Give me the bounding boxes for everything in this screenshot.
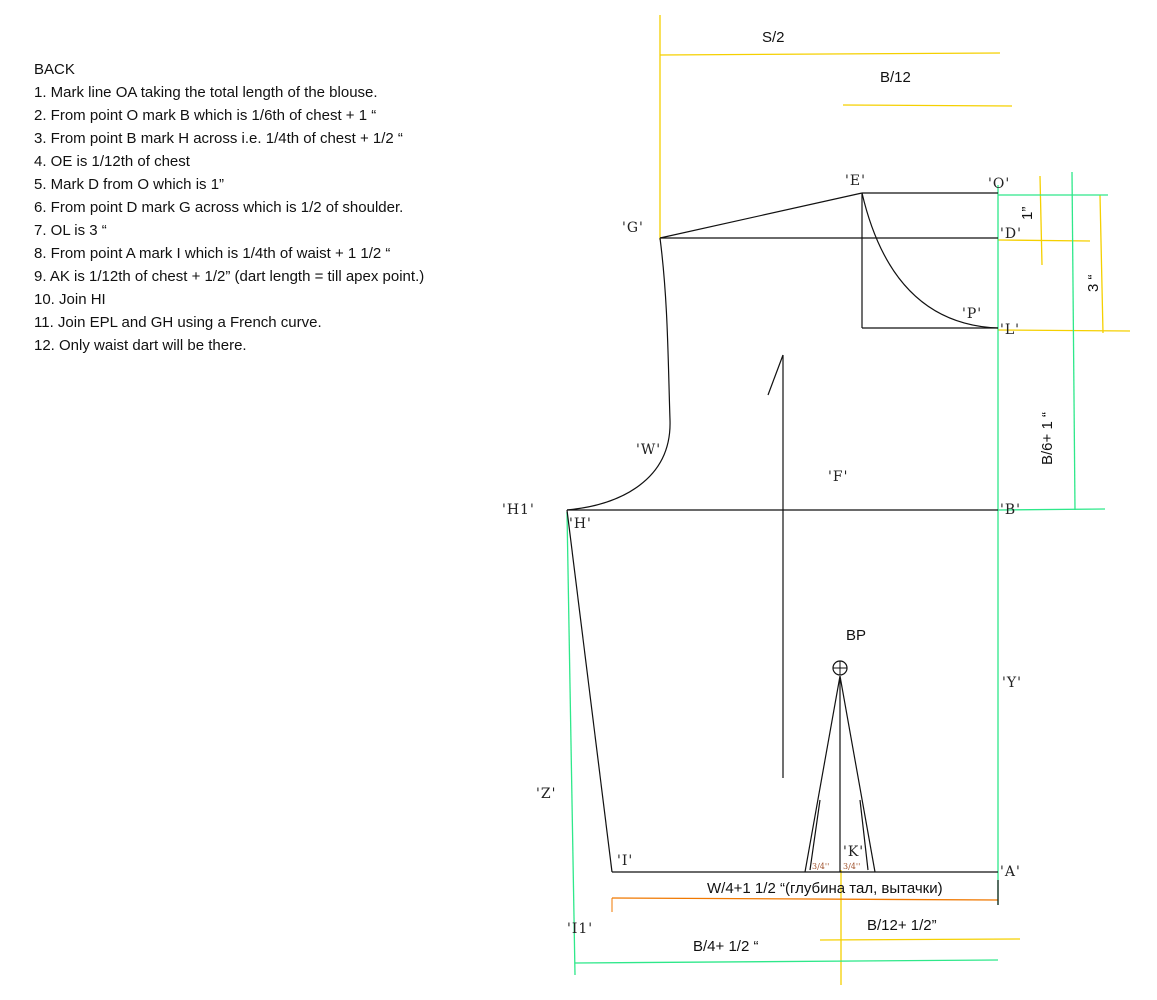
point-k: 'K' <box>843 844 864 860</box>
dim-b12: B/12 <box>880 69 911 86</box>
dart-right-intake: 3/4'' <box>843 862 860 871</box>
point-b: 'B' <box>1000 502 1021 518</box>
step: 7. OL is 3 “ <box>34 222 107 239</box>
dim-one-inch: 1” <box>1019 207 1036 220</box>
point-h1: 'H1' <box>502 502 535 518</box>
step: 3. From point B mark H across i.e. 1/4th… <box>34 130 403 147</box>
dim-bp: BP <box>846 627 866 644</box>
point-l: 'L' <box>1000 322 1020 338</box>
point-a: 'A' <box>1000 864 1021 880</box>
point-o: 'O' <box>988 176 1010 192</box>
step: 12. Only waist dart will be there. <box>34 337 247 354</box>
step: 4. OE is 1/12th of chest <box>34 153 190 170</box>
step: 10. Join HI <box>34 291 106 308</box>
point-w: 'W' <box>636 442 661 458</box>
point-z: 'Z' <box>536 786 556 802</box>
dim-b12-half: B/12+ 1/2” <box>867 917 937 934</box>
yellow-guides <box>659 15 1131 985</box>
dim-b4-half: B/4+ 1/2 “ <box>693 938 758 955</box>
point-f: 'F' <box>828 469 848 485</box>
green-guides <box>566 171 1108 976</box>
dim-b6-plus1: B/6+ 1 “ <box>1039 412 1056 465</box>
pattern-lines <box>566 192 999 905</box>
step: 5. Mark D from O which is 1” <box>34 176 225 193</box>
step: 9. AK is 1/12th of chest + 1/2” (dart le… <box>34 268 425 285</box>
step: 6. From point D mark G across which is 1… <box>34 199 404 216</box>
dart-left-intake: 3/4'' <box>812 862 829 871</box>
point-h: 'H' <box>569 516 592 532</box>
step: 11. Join EPL and GH using a French curve… <box>34 314 322 331</box>
dim-three-inch: 3 “ <box>1085 274 1102 292</box>
point-e: 'E' <box>845 173 866 189</box>
step: 8. From point A mark I which is 1/4th of… <box>34 245 391 262</box>
point-p: 'P' <box>962 306 982 322</box>
instructions-heading: BACK <box>34 61 75 78</box>
point-i: 'I' <box>617 853 633 869</box>
instructions: BACK 1. Mark line OA taking the total le… <box>34 58 474 357</box>
point-g: 'G' <box>622 220 644 236</box>
point-y: 'Y' <box>1002 675 1022 691</box>
point-i1: 'I1' <box>567 921 593 937</box>
dim-waist: W/4+1 1/2 “(глубина тал, вытачки) <box>707 880 943 897</box>
step: 2. From point O mark B which is 1/6th of… <box>34 107 377 124</box>
step: 1. Mark line OA taking the total length … <box>34 84 378 101</box>
point-d: 'D' <box>1000 226 1022 242</box>
dim-s-half: S/2 <box>762 29 785 46</box>
orange-guide <box>611 897 999 901</box>
